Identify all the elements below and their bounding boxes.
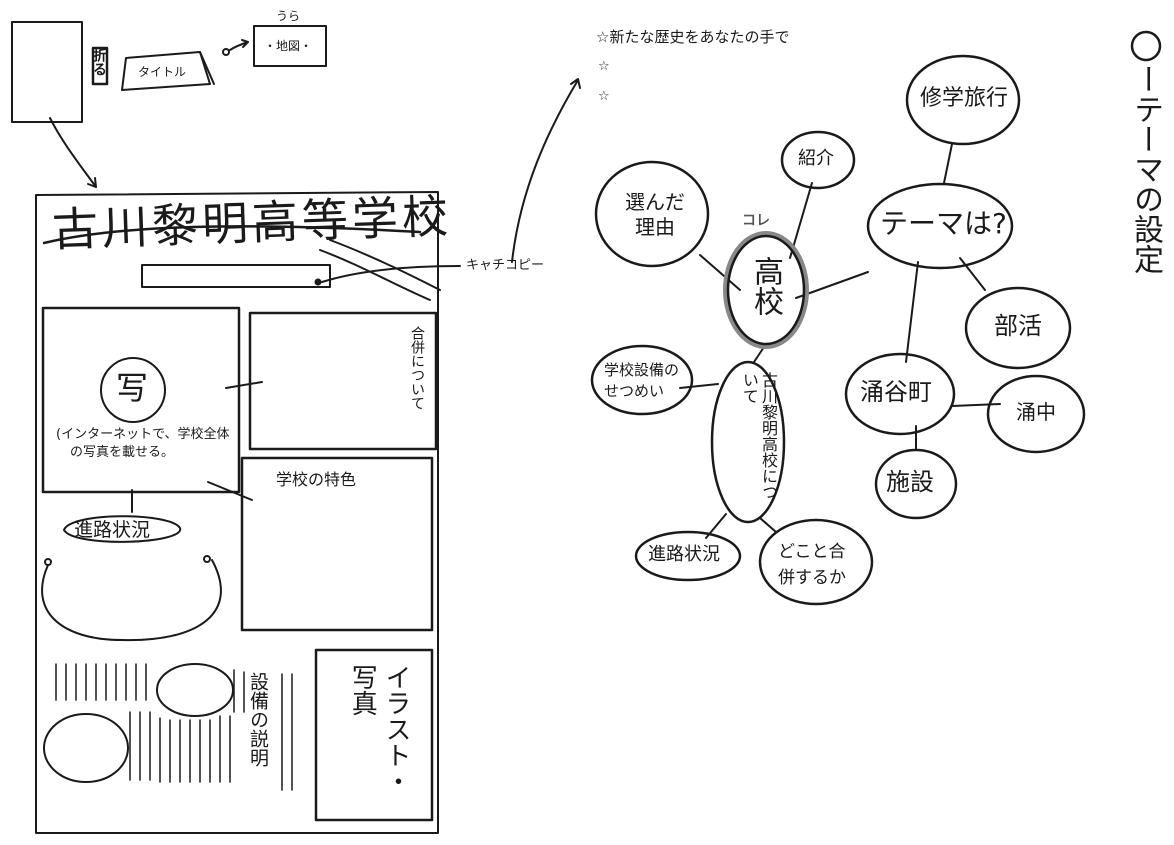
illust-box [314,648,434,822]
heading-circle [1130,30,1162,62]
bubble-school-facilities [590,344,694,416]
bubble-theme [866,182,1014,270]
node-wakuya-town: 涌谷町 [860,378,932,406]
side-heading: ーテーマの設定 [1128,64,1163,274]
text-lines-left [55,663,293,791]
features-box [240,456,434,632]
title-scribble [319,249,431,301]
map-label: ・地図・ [264,39,313,53]
bubble-club [964,286,1072,370]
back-map-box [253,25,327,67]
photo-note-line2: の写真を載せる。 [70,445,175,460]
bubble-wakuya-town [844,352,956,436]
node-club: 部活 [994,312,1042,340]
title-card-label: タイトル [138,65,187,79]
bubble-school-trip [905,54,1021,146]
catchcopy-label: キャチコピー [466,258,545,273]
photo-oval-left [43,713,129,783]
back-label: うら [276,9,301,23]
node-about-school: 古川黎明高校について [739,372,778,500]
bubble-center-halo [723,231,809,349]
photo-note-line1: (インターネットで、学校全体 [56,427,230,442]
bubble-merger [758,518,874,606]
photo-box [41,306,241,494]
node-school-trip: 修学旅行 [920,86,1009,111]
bubble-wakuya-jh [986,374,1086,454]
bubble-about-school [710,360,786,524]
merger-box [248,311,438,451]
node-school-facilities: 学校設備のせつめい [604,361,680,400]
fold-label: 折る [91,48,107,76]
node-wakuya-jh: 涌中 [1016,400,1056,424]
node-reason: 選んだ理由 [625,190,685,239]
node-merger: どこと合併するか [778,542,846,588]
photo-circle [100,357,166,423]
node-career: 進路状況 [648,544,720,565]
features-box-label: 学校の特色 [276,470,357,489]
arrow-to-mindmap [511,79,579,263]
mindmap-bubbles [590,54,1086,606]
career-bubble [63,515,182,543]
career-arc [41,559,222,642]
node-facilities: 施設 [886,468,934,496]
photo-char: 写 [116,369,149,407]
star-line-2: ☆ [598,59,610,74]
blank-sheet-sketch [11,21,83,123]
bubble-career [634,530,742,582]
career-label: 進路状況 [74,519,151,541]
bubble-reason [594,160,710,268]
catchcopy-bar [141,264,331,288]
star-line-1: ☆新たな歴史をあなたの手で [596,28,790,46]
bubble-intro [780,130,856,190]
poster-title: 古川黎明高等学校 [51,189,453,257]
photo-oval-right [156,663,234,717]
arrow-to-poster [49,117,97,188]
illust-label: イラスト・写真 [347,664,411,794]
merger-box-label: 合併について [409,326,425,410]
poster-outline [35,191,439,834]
star-line-3: ☆ [598,89,610,104]
bubble-center [726,234,806,346]
node-intro: 紹介 [798,148,834,169]
title-underline [42,225,422,245]
node-theme: テーマは? [880,207,1007,240]
bubble-facilities [874,448,958,520]
fold-tag-box [91,46,109,86]
equipment-label: 設備の説明 [247,672,269,767]
catchcopy-leader [321,265,461,283]
center-tag: コレ [742,213,770,229]
node-center: 高校 [748,256,783,316]
